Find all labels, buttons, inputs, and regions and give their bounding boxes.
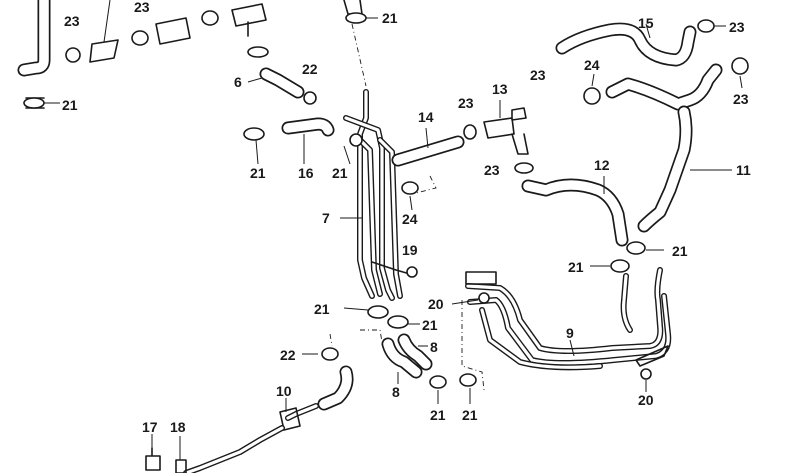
callout-23: 23 bbox=[64, 13, 80, 29]
clamp-22-top bbox=[303, 91, 317, 105]
clamp-21-pipe bbox=[349, 133, 363, 147]
callout-21: 21 bbox=[430, 407, 446, 423]
callout-12: 12 bbox=[594, 157, 610, 173]
callout-23: 23 bbox=[458, 95, 474, 111]
callout-24: 24 bbox=[584, 57, 600, 73]
pipe-assembly-9 bbox=[451, 267, 672, 392]
bolt-20-right bbox=[640, 368, 652, 380]
callout-23: 23 bbox=[134, 0, 150, 15]
callout-11: 11 bbox=[736, 162, 751, 178]
hose-15-12-11 bbox=[521, 19, 749, 273]
clamp-23-a bbox=[65, 47, 81, 63]
callout-21: 21 bbox=[422, 317, 438, 333]
clamp-23-b bbox=[131, 30, 149, 46]
callout-24: 24 bbox=[402, 211, 418, 227]
callout-9: 9 bbox=[566, 325, 574, 341]
callout-numbers: 23 23 21 21 15 23 24 23 13 23 23 6 22 14… bbox=[62, 0, 751, 435]
callout-18: 18 bbox=[170, 419, 186, 435]
callout-21: 21 bbox=[332, 165, 348, 181]
callout-17: 17 bbox=[142, 419, 158, 435]
t-connector bbox=[89, 39, 119, 63]
hoses-8 bbox=[343, 305, 477, 404]
callout-10: 10 bbox=[276, 383, 292, 399]
straight-hose-short bbox=[155, 17, 191, 45]
callout-21: 21 bbox=[672, 243, 688, 259]
callout-23: 23 bbox=[729, 19, 745, 35]
callout-21: 21 bbox=[382, 10, 398, 26]
callout-13: 13 bbox=[492, 81, 508, 97]
callout-16: 16 bbox=[298, 165, 314, 181]
callout-21: 21 bbox=[568, 259, 584, 275]
callout-23: 23 bbox=[733, 91, 749, 107]
hose-10-assembly bbox=[145, 333, 354, 473]
callout-8: 8 bbox=[430, 339, 438, 355]
pipe-assembly-7 bbox=[340, 89, 418, 301]
top-center-hose bbox=[343, 0, 378, 87]
clamp-top bbox=[201, 10, 219, 26]
callout-21: 21 bbox=[62, 97, 78, 113]
callout-20: 20 bbox=[428, 296, 444, 312]
clamp-23-mid bbox=[514, 162, 534, 174]
callout-21: 21 bbox=[250, 165, 266, 181]
callout-21: 21 bbox=[314, 301, 330, 317]
bolt-17 bbox=[145, 447, 161, 471]
hose-16 bbox=[243, 117, 335, 165]
washer-18 bbox=[175, 459, 187, 473]
callout-22: 22 bbox=[280, 347, 296, 363]
bolt-20-left bbox=[478, 292, 490, 304]
callout-15: 15 bbox=[638, 15, 654, 31]
clamp-24 bbox=[401, 181, 419, 195]
callout-20: 20 bbox=[638, 392, 654, 408]
callout-14: 14 bbox=[418, 109, 434, 125]
clamp-23-c bbox=[247, 46, 269, 58]
callout-6: 6 bbox=[234, 74, 242, 90]
t-valve bbox=[231, 3, 267, 37]
callout-23: 23 bbox=[530, 67, 546, 83]
callout-23: 23 bbox=[484, 162, 500, 178]
bolt-19 bbox=[406, 266, 418, 278]
callout-8: 8 bbox=[392, 384, 400, 400]
dashed-guide bbox=[461, 300, 485, 391]
hose-14-and-valve-13 bbox=[391, 100, 534, 211]
top-left-hose-group bbox=[17, 0, 317, 109]
callout-21: 21 bbox=[462, 407, 478, 423]
clamp-24-right bbox=[583, 87, 601, 105]
callout-22: 22 bbox=[302, 61, 318, 77]
callout-19: 19 bbox=[402, 242, 418, 258]
callout-7: 7 bbox=[322, 210, 330, 226]
